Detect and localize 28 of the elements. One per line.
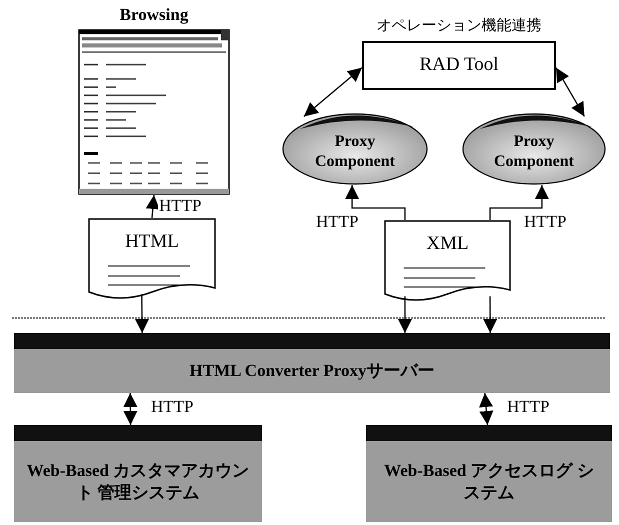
arrow	[345, 185, 406, 220]
heading: オペレーション機能連携	[376, 18, 542, 33]
edge-label: HTTP	[158, 197, 202, 214]
node-label: Web-Based カスタマアカウント 管理システム	[26, 460, 250, 503]
node-label: XML	[426, 232, 469, 256]
arrow	[489, 185, 549, 220]
system-block	[14, 333, 610, 393]
edge-label: HTTP	[523, 213, 568, 230]
arrow	[555, 67, 585, 117]
arrow	[398, 296, 412, 333]
system-block	[366, 425, 612, 522]
arrow	[303, 67, 362, 117]
arrow	[483, 296, 498, 333]
heading: Browsing	[120, 6, 188, 23]
arrow	[135, 294, 149, 333]
edge-label: HTTP	[315, 213, 360, 230]
arrow	[123, 393, 138, 425]
node-label: Proxy Component	[314, 132, 396, 172]
node-label: Web-Based アクセスログ システム	[383, 460, 595, 503]
arrow	[146, 194, 160, 218]
tool-box: RAD Tool	[362, 41, 556, 90]
system-block	[14, 425, 262, 522]
arrow	[479, 392, 494, 426]
node-label: HTML	[125, 230, 179, 254]
node-label: Proxy Component	[492, 132, 575, 172]
edge-label: HTTP	[150, 398, 194, 415]
edge-label: HTTP	[506, 398, 550, 415]
node-label: HTML Converter Proxyサーバー	[188, 360, 436, 382]
